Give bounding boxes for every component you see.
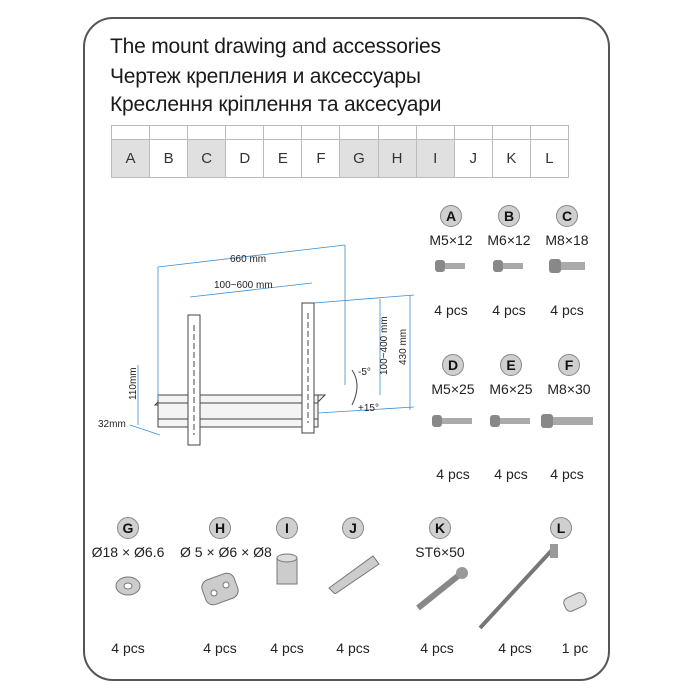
accessory-k: K ST6×50 (400, 517, 480, 614)
label-l: L (550, 517, 572, 539)
part-cell-j: J (453, 139, 493, 178)
label-b: B (498, 205, 520, 227)
washer-icon (115, 576, 141, 596)
spec-b: M6×12 (487, 232, 531, 248)
accessory-h: H Ø 5 × Ø6 × Ø8 (180, 517, 272, 614)
qty-h: 4 pcs (203, 640, 237, 656)
label-d: D (442, 354, 464, 376)
part-cell-l: L (529, 139, 570, 178)
accessory-a: A M5×12 (411, 205, 491, 282)
qty-d: 4 pcs (436, 466, 470, 482)
parts-table: A B C D E F G H I J K L (110, 125, 570, 178)
screw-icon (435, 260, 465, 272)
spec-c: M8×18 (545, 232, 589, 248)
qty-j: 4 pcs (336, 640, 370, 656)
part-cell-b: B (149, 139, 189, 178)
tilt-down: +15° (358, 403, 379, 414)
spec-a: M5×12 (429, 232, 473, 248)
content-frame (83, 17, 610, 681)
label-c: C (556, 205, 578, 227)
screw-icon (541, 414, 593, 428)
dim-depth: 32mm (98, 419, 126, 430)
spec-h: Ø 5 × Ø6 × Ø8 (180, 544, 272, 560)
screw-icon (549, 259, 585, 273)
title-english: The mount drawing and accessories (110, 35, 441, 58)
part-cell-f: F (301, 139, 341, 178)
accessory-d: D M5×25 (413, 354, 493, 441)
spec-f: M8×30 (547, 381, 591, 397)
spec-d: M5×25 (431, 381, 475, 397)
cable-tie-icon (478, 544, 587, 630)
label-f: F (558, 354, 580, 376)
part-cell-h: H (377, 139, 417, 178)
part-cell-i: I (415, 139, 455, 178)
label-i: I (276, 517, 298, 539)
qty-f: 4 pcs (550, 466, 584, 482)
mount-drawing: 660 mm 100~600 mm 100~400 mm 430 mm 110m… (98, 244, 415, 446)
screw-icon (490, 415, 530, 427)
label-a: A (440, 205, 462, 227)
accessory-l: L (521, 517, 601, 544)
qty-k: 4 pcs (420, 640, 454, 656)
dim-spacing: 100~600 mm (214, 280, 273, 291)
part-cell-c: C (187, 139, 227, 178)
accessory-j: J (313, 517, 393, 594)
spacer-plate-icon (201, 572, 239, 606)
label-e: E (500, 354, 522, 376)
part-cell-e: E (263, 139, 303, 178)
qty-e: 4 pcs (494, 466, 528, 482)
label-k: K (429, 517, 451, 539)
label-j: J (342, 517, 364, 539)
dim-width: 660 mm (230, 254, 266, 265)
dim-offset: 110mm (128, 367, 139, 400)
label-g: G (117, 517, 139, 539)
qty-i: 4 pcs (270, 640, 304, 656)
qty-b: 4 pcs (492, 302, 526, 318)
accessory-g: G Ø18 × Ø6.6 (88, 517, 168, 604)
qty-a: 4 pcs (434, 302, 468, 318)
spec-e: M6×25 (489, 381, 533, 397)
part-cell-k: K (491, 139, 531, 178)
part-cell-g: G (339, 139, 379, 178)
label-h: H (209, 517, 231, 539)
title-ukrainian: Креслення кріплення та аксесуари (110, 93, 442, 116)
screw-icon (432, 415, 472, 427)
accessory-f: F M8×30 (529, 354, 609, 441)
accessory-b: B M6×12 (469, 205, 549, 282)
spec-k: ST6×50 (415, 544, 465, 560)
tilt-up: -5° (358, 367, 371, 378)
accessory-i: I (247, 517, 327, 594)
spec-g: Ø18 × Ø6.6 (91, 544, 165, 560)
qty-l: 4 pcs (498, 640, 532, 656)
qty-l-cap: 1 pc (561, 640, 589, 656)
lag-screw-icon (416, 567, 468, 611)
part-cell-d: D (225, 139, 265, 178)
qty-c: 4 pcs (550, 302, 584, 318)
accessory-c: C M8×18 (527, 205, 607, 282)
part-cell-a: A (110, 139, 151, 178)
screw-icon (493, 260, 523, 272)
spacer-icon (276, 553, 298, 585)
wall-anchor-icon (328, 555, 380, 594)
dim-vspacing: 100~400 mm (379, 316, 390, 375)
qty-g: 4 pcs (111, 640, 145, 656)
dim-height: 430 mm (398, 329, 409, 365)
accessory-e: E M6×25 (471, 354, 551, 441)
title-russian: Чертеж крепления и аксессуары (110, 65, 421, 88)
